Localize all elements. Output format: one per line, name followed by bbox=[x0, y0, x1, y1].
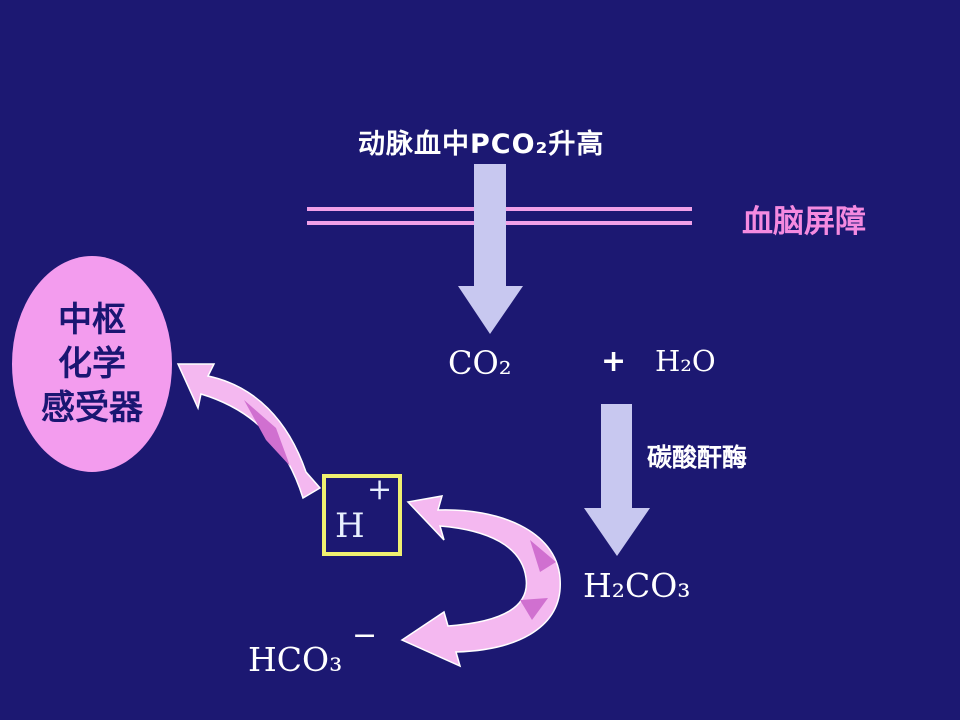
curved-arrow-shade-1 bbox=[530, 540, 556, 572]
h-ion-symbol: H bbox=[335, 506, 365, 546]
central-chemoreceptor: 中枢 化学 感受器 bbox=[12, 256, 172, 472]
down-arrow-h2co3 bbox=[584, 404, 650, 556]
co2-label: CO₂ bbox=[448, 344, 512, 382]
carbonic-anhydrase-label: 碳酸酐酶 bbox=[647, 443, 748, 472]
h2o-label: H₂O bbox=[655, 344, 716, 378]
curved-arrow-h-to-sensor-shade bbox=[244, 400, 290, 466]
curved-arrow-shade-2 bbox=[520, 598, 548, 620]
central-chemoreceptor-label: 中枢 化学 感受器 bbox=[12, 256, 172, 472]
title-arterial-pco2-rise: 动脉血中PCO₂升高 bbox=[358, 129, 605, 160]
curved-arrow-h2co3-to-ions bbox=[400, 495, 561, 668]
sensor-line-2: 化学 bbox=[58, 344, 126, 384]
hco3-ion-symbol: HCO₃ bbox=[248, 640, 343, 679]
blood-brain-barrier-label: 血脑屏障 bbox=[742, 204, 866, 240]
hco3-ion-charge: − bbox=[352, 618, 378, 653]
curved-arrow-h-to-sensor bbox=[176, 363, 322, 500]
h-ion-box bbox=[322, 474, 402, 556]
sensor-line-1: 中枢 bbox=[58, 300, 126, 340]
plus-sign: + bbox=[601, 344, 627, 379]
down-arrow-co2 bbox=[458, 164, 523, 334]
h-ion-charge: + bbox=[367, 472, 393, 507]
sensor-line-3: 感受器 bbox=[41, 388, 143, 428]
h2co3-label: H₂CO₃ bbox=[583, 566, 691, 605]
